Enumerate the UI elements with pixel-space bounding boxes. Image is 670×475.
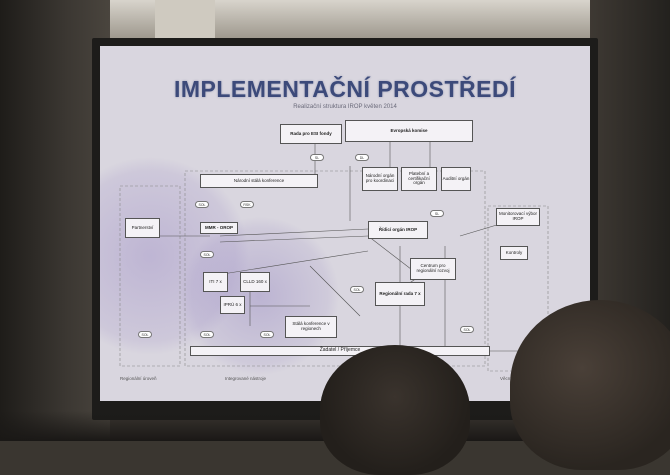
diagram-box-narodni-organ: Národní orgán pro koordinaci — [362, 167, 398, 191]
diagram-tag: SL — [310, 154, 324, 161]
ceiling-beam — [155, 0, 215, 40]
diagram-box-ipro: IPRÚ 6 x — [220, 296, 245, 314]
diagram-box-rada: Rada pro ESI fondy — [280, 124, 342, 144]
diagram-tag: SOL — [350, 286, 364, 293]
diagram-box-kontroly: Kontroly — [500, 246, 528, 260]
diagram-tag: RSK — [240, 201, 254, 208]
slide-subtitle: Realizační struktura IROP květen 2014 — [293, 104, 397, 110]
diagram-tag: SOL — [138, 331, 152, 338]
projected-slide: IMPLEMENTAČNÍ PROSTŘEDÍ Realizační struk… — [100, 46, 590, 401]
diagram-box-iti: ITI 7 x — [203, 272, 228, 292]
diagram-box-ek: Evropská komise — [345, 120, 473, 142]
diagram-box-auditni: Auditní orgán — [441, 167, 471, 191]
diagram-tag: SOL — [260, 331, 274, 338]
footer-label-center: Integrované nástroje — [225, 376, 267, 381]
diagram-box-partner: Partnerství — [125, 218, 160, 238]
diagram-box-mmr: MMR - OROP — [200, 222, 238, 234]
diagram-tag: SOL — [195, 201, 209, 208]
diagram-box-clld: CLLD 160 x — [240, 272, 270, 292]
diagram-box-zadatel: Žadatel / Příjemce — [190, 346, 490, 356]
diagram-box-monitorovaci: Monitorovací výbor IROP — [496, 208, 540, 226]
diagram-box-narodni-stala: Národní stálá konference — [200, 174, 318, 188]
diagram-tag: DL — [355, 154, 369, 161]
audience-head — [510, 300, 670, 470]
diagram-box-stala-konf: Stálá konference v regionech — [285, 316, 337, 338]
diagram-tag: SOL — [200, 331, 214, 338]
diagram-box-platebni: Platební a certifikační orgán — [401, 167, 437, 191]
diagram-box-centrum: Centrum pro regionální rozvoj — [410, 258, 456, 280]
left-wall — [0, 0, 110, 441]
diagram-tag: SOL — [200, 251, 214, 258]
slide-title: IMPLEMENTAČNÍ PROSTŘEDÍ — [173, 76, 517, 102]
footer-label-left: Regionální úroveň — [120, 376, 157, 381]
diagram-tag: SOL — [460, 326, 474, 333]
audience-head — [320, 345, 470, 475]
diagram-box-regionalni: Regionální rada 7 x — [375, 282, 425, 306]
diagram-box-ridici: Řídicí orgán IROP — [368, 221, 428, 239]
diagram-tag: SL — [430, 210, 444, 217]
